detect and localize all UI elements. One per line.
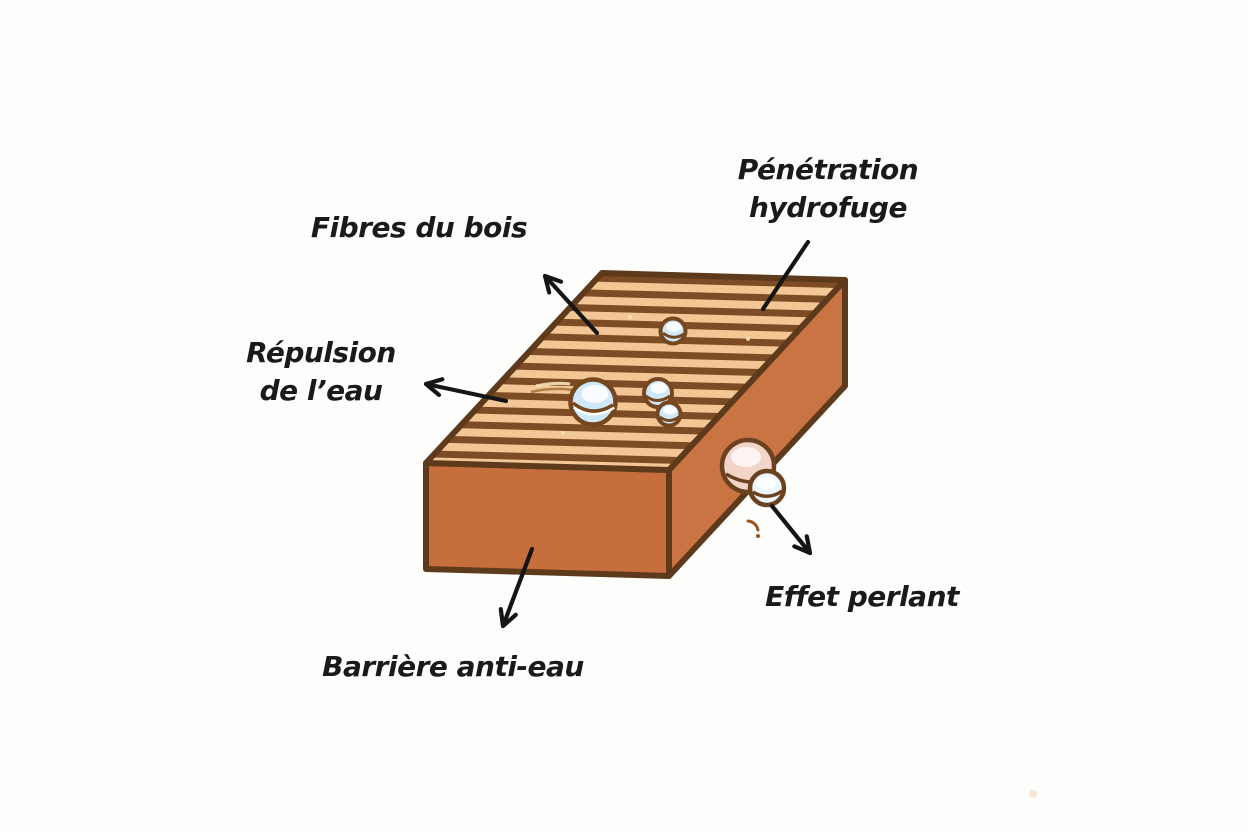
arrow-effet-perlant [769,503,813,556]
water-droplet-small-bottom [655,400,683,428]
wood-block [423,270,848,579]
arrow-barriere-anti-eau [498,546,535,629]
wood-top-face [423,270,848,473]
label-penetration-line1: Pénétration [737,153,919,186]
wood-texture-specks [530,315,750,435]
label-repulsion-line1: Répulsion [246,336,396,369]
background-speck [1029,790,1037,798]
callout-arrows [423,239,813,629]
label-repulsion-eau: Répulsion de l’eau [246,334,396,410]
label-penetration-hydrofuge: Pénétration hydrofuge [737,151,919,227]
water-droplet-medium [642,377,674,409]
label-fibres-du-bois: Fibres du bois [310,211,528,244]
beading-droplet [719,437,787,508]
arrow-repulsion-eau [423,377,509,404]
label-effet-perlant: Effet perlant [765,580,959,613]
wood-front-face [423,460,672,579]
label-barriere-anti-eau: Barrière anti-eau [322,650,584,683]
line-penetration-hydrofuge [760,239,811,312]
arrow-fibres-du-bois [542,273,600,336]
water-droplet-large [568,377,618,427]
label-penetration-line2: hydrofuge [749,191,907,224]
water-droplet-small-top [658,316,688,346]
label-repulsion-line2: de l’eau [259,374,383,407]
falling-drip-specks [746,519,760,538]
